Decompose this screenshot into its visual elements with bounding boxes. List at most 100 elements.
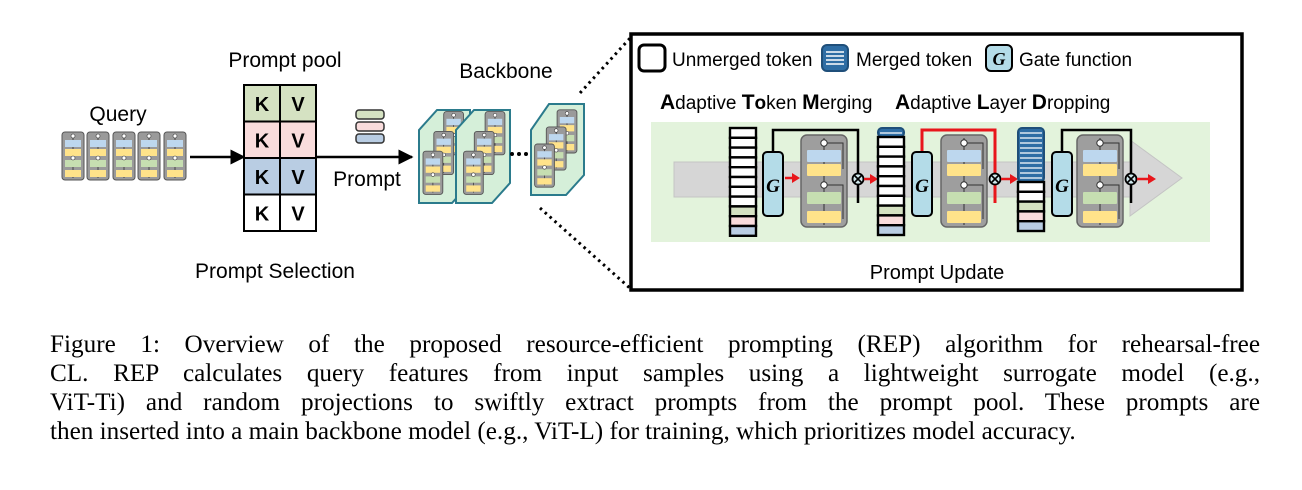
adaptive-token-merging-title: Adaptive Token Merging — [660, 91, 872, 114]
unmerged-token — [728, 205, 758, 218]
gate-function: G — [911, 151, 933, 217]
pool-value-label: V — [291, 167, 305, 189]
pool-key-label: K — [255, 94, 270, 116]
pool-key-label: K — [255, 204, 270, 226]
attention-block — [947, 150, 981, 162]
legend-gate-label: Gate function — [1019, 50, 1132, 71]
unmerged-token — [1016, 210, 1046, 223]
unmerged-token — [1016, 219, 1046, 233]
pool-value-label: V — [291, 94, 305, 116]
selected-prompt-stack — [355, 109, 385, 144]
gate-function: G — [762, 151, 784, 217]
multiply-icon — [988, 172, 1002, 186]
add-icon — [960, 181, 968, 189]
mlp-block — [807, 192, 841, 204]
merged-token-icon — [821, 44, 849, 72]
caption-line: then inserted into a main backbone model… — [50, 418, 1076, 445]
caption-line: ViT-Ti) and random projections to swiftl… — [50, 389, 1260, 416]
gate-symbol: G — [915, 176, 929, 197]
legend-merged-label: Merged token — [856, 50, 972, 71]
prompt-token — [355, 133, 385, 144]
pool-key-label: K — [255, 131, 270, 153]
query-block — [61, 131, 85, 181]
backbone-label: Backbone — [459, 60, 552, 83]
figure-caption: Figure 1: Overview of the proposed resou… — [50, 330, 1260, 446]
add-icon — [1096, 139, 1104, 147]
backbone-layer-group — [530, 103, 585, 196]
add-icon — [820, 139, 828, 147]
multiply-icon — [851, 172, 865, 186]
unmerged-token — [1016, 180, 1046, 194]
unmerged-token — [728, 185, 758, 198]
attention-block — [1083, 150, 1117, 162]
unmerged-token — [876, 155, 906, 168]
prompt-token — [355, 109, 385, 120]
prompt-label: Prompt — [333, 168, 401, 191]
adaptive-layer-dropping-title: Adaptive Layer Dropping — [895, 91, 1110, 114]
mlp-block — [1083, 192, 1117, 204]
pool-value-cell — [279, 157, 317, 196]
add-icon — [820, 181, 828, 189]
unmerged-token — [876, 145, 906, 158]
zoom-line-top — [578, 34, 634, 95]
gate-symbol: G — [1055, 176, 1069, 197]
unmerged-token — [728, 165, 758, 179]
prompt-selection-label: Prompt Selection — [195, 260, 355, 283]
unmerged-token — [1016, 200, 1046, 213]
query-block — [163, 131, 187, 181]
token-sequence — [728, 126, 758, 238]
caption-line: Figure 1: Overview of the proposed resou… — [50, 331, 1260, 358]
legend: Unmerged token Merged token G Gate funct… — [637, 43, 1132, 73]
unmerged-token — [728, 224, 758, 238]
pool-key-label: K — [255, 167, 270, 189]
norm-block — [947, 164, 981, 176]
backbone-layer-group — [455, 109, 511, 204]
unmerged-token — [876, 204, 906, 217]
merged-token — [1017, 127, 1045, 183]
backbone-ellipsis — [510, 152, 528, 156]
zoom-line-bottom — [539, 206, 633, 292]
add-icon — [1096, 181, 1104, 189]
caption-line: CL. REP calculates query features from i… — [50, 360, 1260, 387]
unmerged-token — [728, 175, 758, 189]
unmerged-token-icon — [637, 43, 667, 73]
gate-function-icon — [985, 44, 1013, 72]
unmerged-token — [876, 214, 906, 227]
gate-symbol: G — [766, 176, 780, 197]
norm-block — [947, 211, 981, 223]
pool-value-cell — [279, 84, 317, 123]
unmerged-token — [728, 214, 758, 228]
unmerged-token — [876, 194, 906, 207]
unmerged-token — [876, 223, 906, 237]
mlp-block — [947, 192, 981, 204]
norm-block — [1083, 211, 1117, 223]
unmerged-token — [728, 126, 758, 140]
token-sequence — [876, 127, 906, 237]
pool-value-label: V — [291, 131, 305, 153]
backbone-model — [418, 103, 585, 204]
unmerged-token — [728, 195, 758, 208]
unmerged-token — [728, 156, 758, 169]
norm-block — [807, 164, 841, 176]
prompt-pool-label: Prompt pool — [228, 49, 341, 72]
query-label: Query — [89, 103, 147, 126]
attention-block — [807, 150, 841, 162]
pool-value-cell — [279, 193, 317, 232]
gate-icon-symbol: G — [993, 49, 1006, 69]
multiply-icon — [1124, 172, 1138, 186]
prompt-token — [355, 121, 385, 132]
norm-block — [807, 211, 841, 223]
skip-connection — [920, 128, 997, 203]
query-block — [86, 131, 110, 181]
unmerged-token — [876, 184, 906, 198]
query-block — [112, 131, 136, 181]
transformer-layer — [800, 134, 848, 228]
skip-connection — [1060, 128, 1133, 203]
token-sequence — [1016, 127, 1046, 233]
prompt-update-label: Prompt Update — [870, 262, 1005, 284]
unmerged-token — [876, 165, 906, 178]
unmerged-token — [728, 136, 758, 149]
